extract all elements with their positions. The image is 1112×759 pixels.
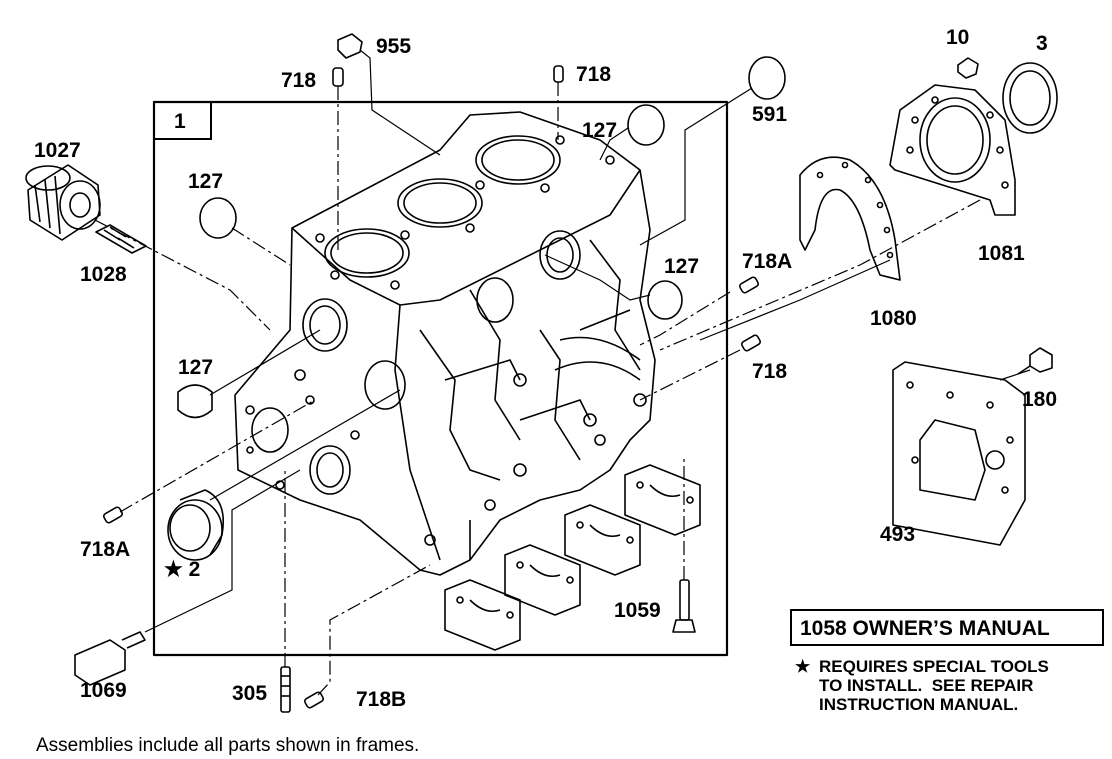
owners-manual-label: 1058 OWNER’S MANUAL: [800, 617, 1050, 640]
bolt-180: [1029, 347, 1053, 373]
callout-718B: 718B: [356, 688, 407, 711]
filter-stud: [95, 224, 147, 254]
callout-1059: 1059: [614, 599, 661, 622]
dowel-718B: [304, 691, 324, 709]
callout-127-top: 127: [582, 119, 618, 142]
dowel-718-top-right: [553, 65, 564, 83]
plate-493: [892, 361, 1026, 546]
footer-note: Assemblies include all parts shown in fr…: [36, 735, 420, 756]
callout-180: 180: [1022, 388, 1058, 411]
oil-filter: [25, 164, 101, 241]
callout-305: 305: [232, 682, 268, 705]
callout-127-mid: 127: [178, 356, 214, 379]
leader-lines: [94, 49, 1031, 696]
callout-3: 3: [1036, 32, 1048, 55]
callout-1081: 1081: [978, 242, 1025, 265]
callout-127-right: 127: [664, 255, 700, 278]
seal-3: [1002, 62, 1058, 134]
assembly-frame-number: 1: [174, 110, 186, 133]
callout-1028: 1028: [80, 263, 127, 286]
callout-10: 10: [946, 26, 970, 49]
fitting-10: [957, 57, 979, 79]
special-tools-text: REQUIRES SPECIAL TOOLS TO INSTALL. SEE R…: [819, 657, 1049, 714]
callout-127-left: 127: [188, 170, 224, 193]
callout-591: 591: [752, 103, 788, 126]
tool-1069: [74, 639, 126, 686]
seal-2: [167, 489, 224, 561]
assembly-frame: [152, 100, 729, 657]
engine-block: [234, 111, 656, 576]
assembly-frame-number-box: 1: [154, 102, 212, 140]
callout-1069: 1069: [80, 679, 127, 702]
dowel-718-right: [741, 334, 761, 352]
callout-2-number: 2: [188, 558, 201, 581]
special-tools-star: ★: [795, 657, 811, 676]
callout-1080: 1080: [870, 307, 917, 330]
callout-718A-right: 718A: [742, 250, 793, 273]
owners-manual-box: 1058 OWNER’S MANUAL: [790, 609, 1104, 646]
callout-718-top-right: 718: [576, 63, 612, 86]
plug-591: [748, 56, 786, 100]
plug-127-top: [627, 104, 665, 146]
plug-127-mid: [177, 384, 213, 419]
plug-955: [337, 33, 363, 59]
dowel-718-top-left: [332, 67, 344, 87]
plug-127-left: [199, 197, 237, 239]
seal-retainer-1081: [889, 84, 1016, 216]
callout-718A-left: 718A: [80, 538, 131, 561]
callout-2: ★ 2: [164, 559, 200, 581]
dowel-718A-right: [739, 276, 759, 294]
special-tool-star: ★: [164, 558, 183, 581]
gasket-1080: [799, 156, 901, 281]
callout-718-right: 718: [752, 360, 788, 383]
callout-955: 955: [376, 35, 412, 58]
dowel-718A-left: [103, 506, 123, 524]
bearing-caps: [444, 464, 701, 651]
stud-305: [280, 666, 291, 713]
callout-718-top-left: 718: [281, 69, 317, 92]
plug-127-right: [647, 280, 683, 320]
callout-1027: 1027: [34, 139, 81, 162]
bolt-1059: [672, 579, 696, 633]
callout-493: 493: [880, 523, 916, 546]
